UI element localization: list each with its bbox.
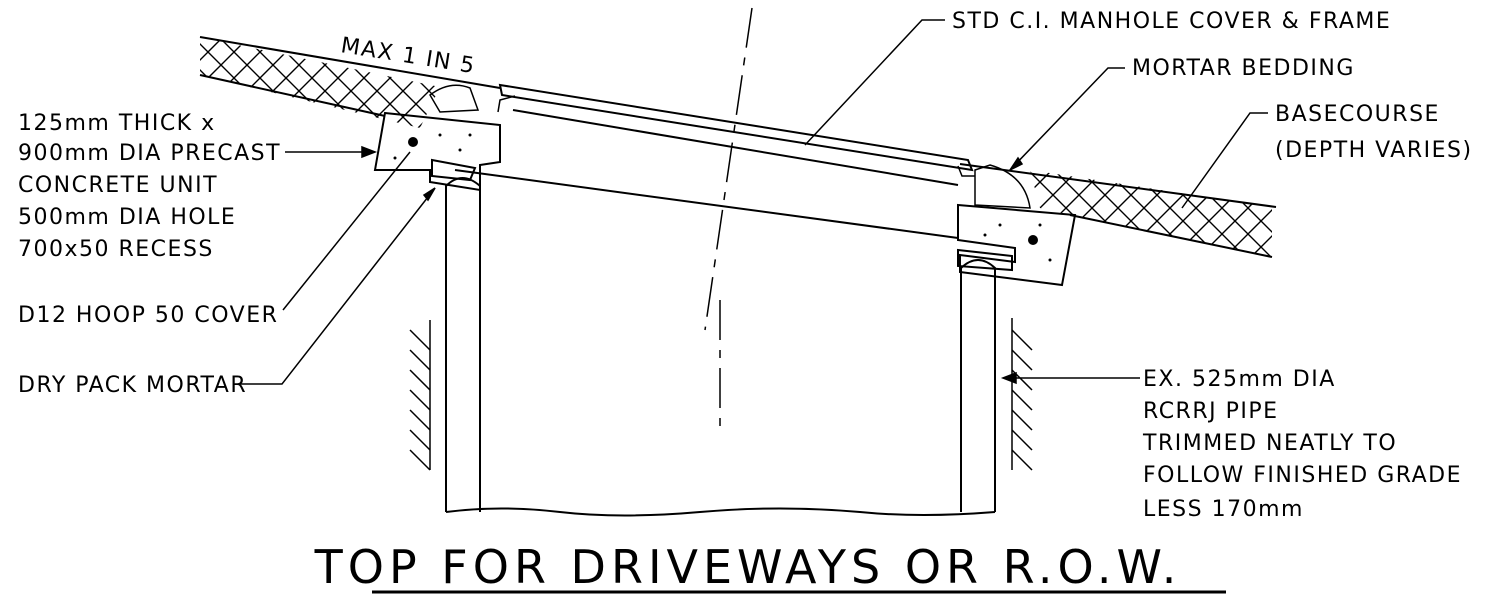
precast-label-5: 700x50 RECESS [18,237,214,262]
pipe-label-5: LESS 170mm [1143,497,1304,522]
pipe-label-3: TRIMMED NEATLY TO [1142,431,1397,456]
finished-grade-left [199,36,501,89]
mortar-bedding-label: MORTAR BEDDING [1132,56,1355,81]
pipe-label-1: EX. 525mm DIA [1143,367,1336,392]
precast-label-2: 900mm DIA PRECAST [18,141,281,166]
dry-pack-label: DRY PACK MORTAR [18,373,247,398]
finished-grade-right [959,163,1277,208]
natural-ground-right [1011,318,1033,471]
rcrrj-pipe [445,177,996,517]
basecourse-label: BASECOURSE [1275,102,1440,127]
basecourse-depth-label: (DEPTH VARIES) [1275,138,1473,163]
hoop-label: D12 HOOP 50 COVER [18,303,278,328]
precast-label-4: 500mm DIA HOLE [18,205,236,230]
natural-ground-left [409,320,431,471]
manhole-cover-frame [454,83,975,239]
subgrade-left [199,74,386,117]
precast-unit-right [957,164,1077,287]
cover-label: STD C.I. MANHOLE COVER & FRAME [952,9,1391,34]
precast-label-1: 125mm THICK x [18,111,216,136]
drawing-title: TOP FOR DRIVEWAYS OR R.O.W. [314,540,1182,594]
mortar-bedding-right [974,164,1031,209]
subgrade-right [1069,214,1273,258]
pipe-label-2: RCRRJ PIPE [1143,399,1279,424]
hoop-bar-right [1028,235,1038,245]
centerline-inclined [704,7,753,331]
hoop-bar-left [408,137,418,147]
precast-label-3: CONCRETE UNIT [18,173,218,198]
pipe-label-4: FOLLOW FINISHED GRADE [1143,463,1462,488]
mortar-bedding-left [429,84,480,113]
leader-lines [240,19,1268,385]
